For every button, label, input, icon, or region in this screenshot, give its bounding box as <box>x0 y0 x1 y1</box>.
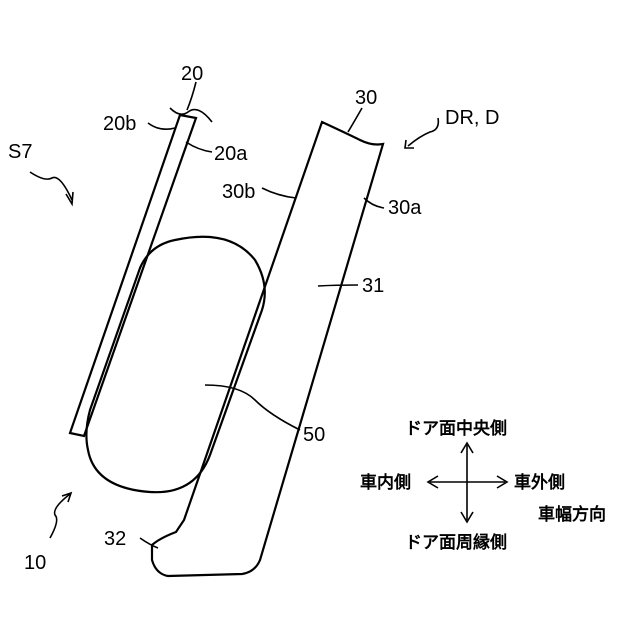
label-s7: S7 <box>8 141 32 163</box>
panel-20 <box>70 115 196 436</box>
label-dr: DR, D <box>445 107 499 129</box>
direction-left: 車内側 <box>360 472 411 493</box>
leader-50 <box>205 385 300 430</box>
arrow-10 <box>50 494 70 538</box>
label-30a: 30a <box>388 197 422 219</box>
arrow-dr <box>408 118 438 146</box>
label-31: 31 <box>362 275 384 297</box>
leader-20b <box>148 123 175 129</box>
label-20b: 20b <box>103 113 136 135</box>
direction-up: ドア面中央側 <box>405 418 507 439</box>
direction-right: 車外側 <box>514 472 565 493</box>
leader-20 <box>187 82 196 110</box>
leader-30b <box>262 188 296 198</box>
panel-20-break <box>170 108 212 122</box>
label-10: 10 <box>24 552 46 574</box>
label-30: 30 <box>355 87 377 109</box>
arrow-s7 <box>30 172 72 200</box>
leader-30 <box>348 108 362 132</box>
label-50: 50 <box>303 424 325 446</box>
label-32: 32 <box>104 528 126 550</box>
leader-31 <box>318 285 358 286</box>
label-30b: 30b <box>222 181 255 203</box>
direction-right-sub: 車幅方向 <box>538 504 606 525</box>
direction-down: ドア面周縁側 <box>405 532 507 553</box>
label-20a: 20a <box>214 143 248 165</box>
label-20: 20 <box>181 63 203 85</box>
leader-20a <box>186 142 212 152</box>
